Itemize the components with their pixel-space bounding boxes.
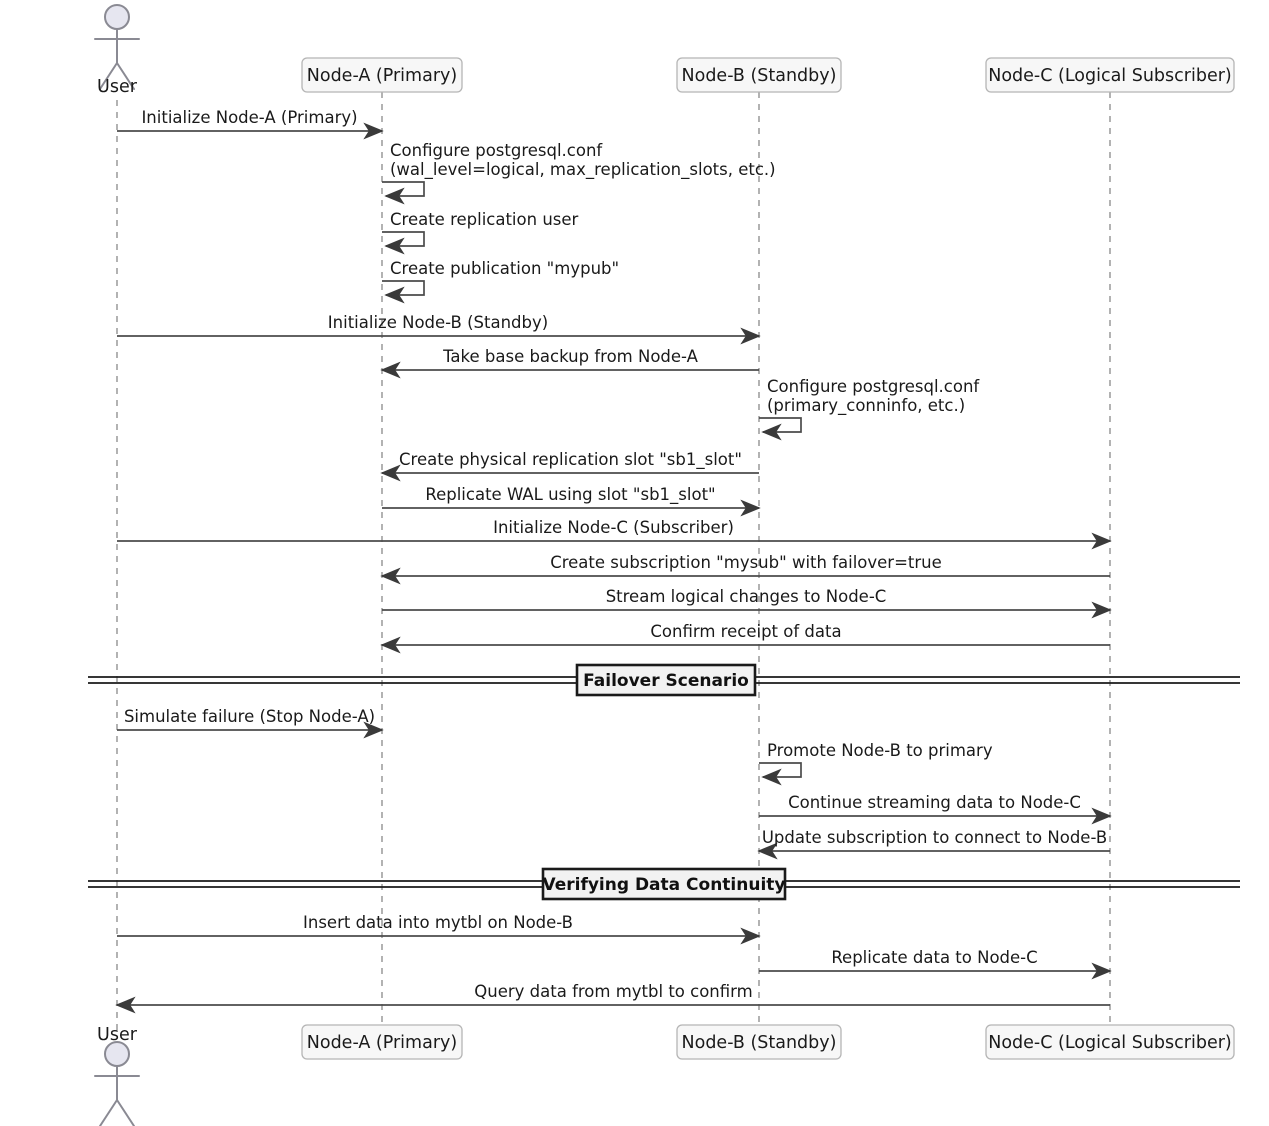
message-label: Simulate failure (Stop Node-A) [124,707,375,726]
message-label: Create physical replication slot "sb1_sl… [399,450,742,470]
message-5[interactable]: Initialize Node-B (Standby) [117,313,761,345]
message-16[interactable]: Continue streaming data to Node-C [759,793,1112,825]
message-label: Initialize Node-A (Primary) [141,108,357,127]
message-17[interactable]: Update subscription to connect to Node-B [757,828,1110,860]
message-label: Take base backup from Node-A [442,347,699,366]
self-message-path [382,231,425,255]
message-19[interactable]: Replicate data to Node-C [759,948,1112,980]
participant-box-node-c-bottom[interactable] [985,1024,1235,1060]
participant-box-node-b-bottom[interactable] [676,1024,842,1060]
actor-leg-left [99,1099,118,1126]
message-label: Confirm receipt of data [650,622,841,641]
message-label: Replicate WAL using slot "sb1_slot" [425,485,715,505]
message-14[interactable]: Simulate failure (Stop Node-A) [117,707,384,739]
message-11[interactable]: Create subscription "mysub" with failove… [380,553,1110,585]
actor-label-user-bottom: User [97,1025,138,1045]
participants-bottom-group: Node-A (Primary) Node-B (Standby) Node-C (… [301,1024,1235,1060]
divider-label: Verifying Data Continuity [542,875,785,895]
message-label: Create publication "mypub" [390,259,619,278]
participant-box-node-c-top[interactable] [985,57,1235,93]
message-1[interactable]: Initialize Node-A (Primary) [117,108,384,140]
messages-group: Initialize Node-A (Primary) Configure pos… [115,108,1112,1014]
message-label: Replicate data to Node-C [831,948,1037,967]
message-label: Initialize Node-C (Subscriber) [493,518,734,537]
message-label: Update subscription to connect to Node-B [762,828,1107,847]
message-label-line2: (primary_conninfo, etc.) [767,396,965,416]
participant-label-node-a-top: Node-A (Primary) [307,66,457,86]
message-7[interactable]: Configure postgresql.conf(primary_connin… [759,377,980,441]
participant-label-node-c-top: Node-C (Logical Subscriber) [988,66,1232,86]
actor-head-icon [104,4,130,30]
message-label: Continue streaming data to Node-C [788,793,1081,812]
actor-leg-right [116,62,135,90]
divider-box [541,867,787,901]
message-2[interactable]: Configure postgresql.conf(wal_level=logi… [382,141,776,205]
message-label: Create replication user [390,210,579,229]
actor-leg-left [99,62,118,90]
message-label: Insert data into mytbl on Node-B [303,913,573,932]
message-15[interactable]: Promote Node-B to primary [759,741,993,786]
message-label: Stream logical changes to Node-C [606,587,887,606]
participant-box-node-b-top[interactable] [676,57,842,93]
message-13[interactable]: Confirm receipt of data [380,622,1110,654]
divider-label: Failover Scenario [583,671,749,691]
message-18[interactable]: Insert data into mytbl on Node-B [117,913,761,945]
participant-label-node-b-bottom: Node-B (Standby) [682,1033,837,1053]
message-9[interactable]: Replicate WAL using slot "sb1_slot" [382,485,761,517]
actor-leg-right [116,1099,135,1126]
divider-2: Verifying Data Continuity [88,867,1240,901]
message-12[interactable]: Stream logical changes to Node-C [382,587,1112,619]
participant-label-node-a-bottom: Node-A (Primary) [307,1033,457,1053]
message-3[interactable]: Create replication user [382,210,579,255]
actor-user-bottom[interactable]: User [94,1025,140,1126]
participant-box-node-a-top[interactable] [301,57,463,93]
message-10[interactable]: Initialize Node-C (Subscriber) [117,518,1112,550]
actor-head-icon [104,1041,130,1067]
participant-box-node-a-bottom[interactable] [301,1024,463,1060]
participant-label-node-b-top: Node-B (Standby) [682,66,837,86]
message-20[interactable]: Query data from mytbl to confirm [115,982,1110,1014]
message-label: Create subscription "mysub" with failove… [550,553,942,572]
message-4[interactable]: Create publication "mypub" [382,259,619,304]
message-8[interactable]: Create physical replication slot "sb1_sl… [380,450,759,482]
message-label-line1: Configure postgresql.conf [390,141,603,160]
message-label: Initialize Node-B (Standby) [328,313,548,332]
divider-box [575,663,757,697]
self-message-path [382,280,425,304]
self-message-path [759,417,802,441]
self-message-path [382,181,425,205]
message-6[interactable]: Take base backup from Node-A [380,347,759,379]
actor-label-user-top: User [97,77,138,97]
self-message-path [759,762,802,786]
participant-label-node-c-bottom: Node-C (Logical Subscriber) [988,1033,1232,1053]
message-label-line1: Configure postgresql.conf [767,377,980,396]
divider-1: Failover Scenario [88,663,1240,697]
actor-user-top[interactable]: User [94,4,140,97]
message-label: Query data from mytbl to confirm [474,982,752,1001]
message-label-line2: (wal_level=logical, max_replication_slot… [390,160,776,180]
participants-top-group: Node-A (Primary) Node-B (Standby) Node-C (… [301,57,1235,93]
message-label: Promote Node-B to primary [767,741,993,760]
